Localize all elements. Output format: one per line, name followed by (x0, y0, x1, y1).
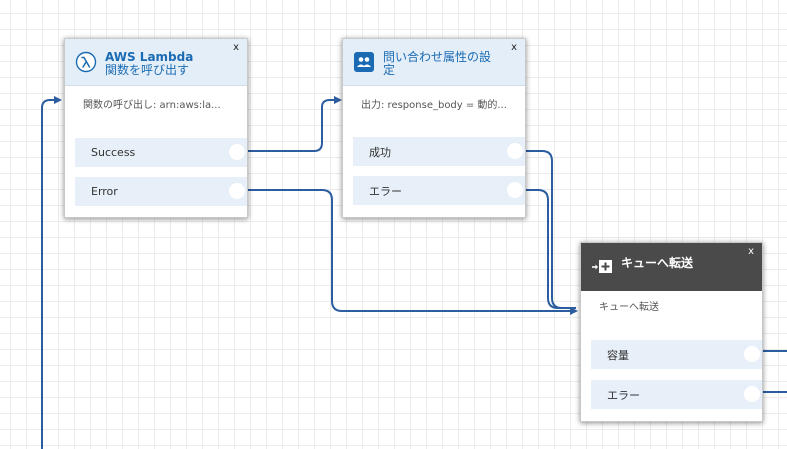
branch-error[interactable]: エラー (591, 380, 762, 409)
output-port[interactable] (229, 183, 245, 199)
branch-label: Success (91, 146, 136, 159)
wire-entry-to-lambda (41, 96, 62, 449)
branch-success[interactable]: 成功 (353, 137, 525, 166)
lambda-block-header[interactable]: AWS Lambda 関数を呼び出す x (65, 39, 247, 86)
set-attributes-block[interactable]: 問い合わせ属性の設 定 x 出力: response_body = 動的... … (342, 38, 526, 218)
transfer-queue-description: キューへ転送 (599, 302, 659, 313)
branch-error[interactable]: エラー (353, 176, 525, 205)
wire-lambda-error (244, 189, 578, 315)
wire-lambda-success (244, 96, 342, 152)
lambda-block-title: AWS Lambda 関数を呼び出す (105, 51, 229, 77)
branch-label: エラー (369, 184, 402, 198)
lambda-description: 関数の呼び出し: arn:aws:la... (83, 100, 221, 111)
lambda-title-line1: AWS Lambda (105, 50, 194, 64)
transfer-queue-icon (591, 255, 613, 277)
close-icon[interactable]: x (511, 42, 517, 53)
lambda-icon (75, 51, 97, 73)
transfer-queue-title: キューへ転送 (621, 256, 694, 270)
branch-capacity[interactable]: 容量 (591, 340, 762, 369)
set-attributes-title-line1: 問い合わせ属性の設 (383, 50, 492, 64)
set-attributes-title: 問い合わせ属性の設 定 (383, 51, 507, 77)
output-port[interactable] (507, 182, 523, 198)
transfer-queue-block[interactable]: キューへ転送 x キューへ転送 容量 エラー (580, 242, 763, 422)
set-attributes-header[interactable]: 問い合わせ属性の設 定 x (343, 39, 525, 86)
lambda-title-line2: 関数を呼び出す (105, 63, 190, 77)
output-port[interactable] (507, 143, 523, 159)
contact-attributes-icon (353, 51, 375, 73)
branch-error[interactable]: Error (75, 177, 247, 206)
branch-label: Error (91, 185, 118, 198)
lambda-block[interactable]: AWS Lambda 関数を呼び出す x 関数の呼び出し: arn:aws:la… (64, 38, 248, 218)
close-icon[interactable]: x (233, 42, 239, 53)
close-icon[interactable]: x (748, 246, 754, 257)
branch-label: エラー (607, 388, 640, 402)
transfer-queue-header[interactable]: キューへ転送 x (581, 243, 762, 291)
set-attributes-title-line2: 定 (383, 63, 396, 77)
branch-success[interactable]: Success (75, 138, 247, 167)
branch-label: 成功 (369, 145, 391, 159)
output-port[interactable] (744, 346, 760, 362)
branch-label: 容量 (607, 348, 629, 362)
output-port[interactable] (229, 144, 245, 160)
set-attributes-description: 出力: response_body = 動的... (361, 100, 507, 111)
output-port[interactable] (744, 386, 760, 402)
wire-attributes-error (522, 189, 576, 309)
